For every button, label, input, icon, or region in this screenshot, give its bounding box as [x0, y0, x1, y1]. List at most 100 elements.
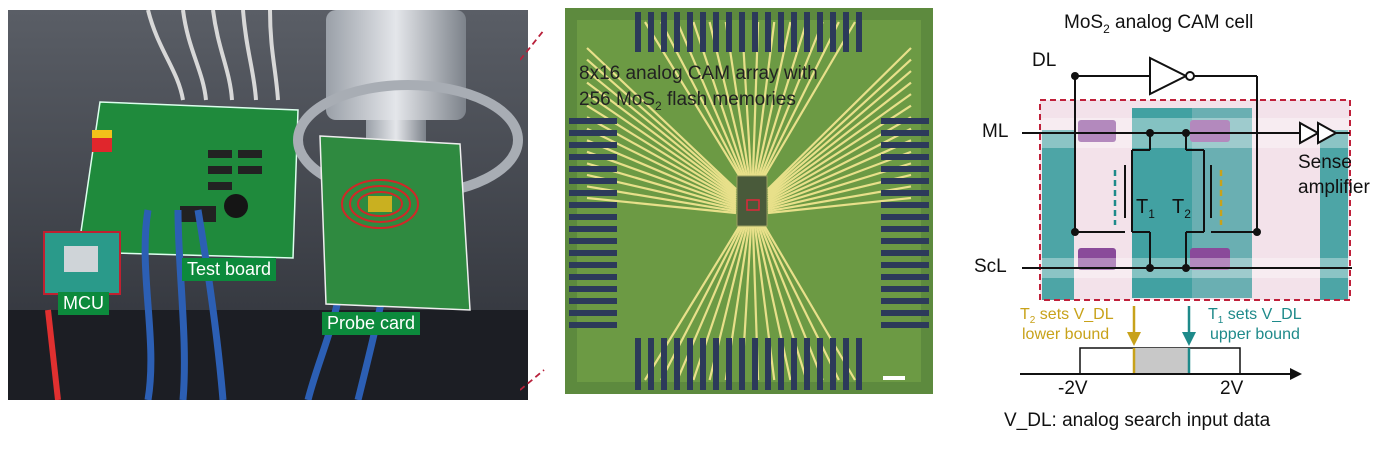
contact-pad: [569, 274, 617, 280]
setup-photo: Test board MCU Probe card: [8, 9, 528, 401]
fanout-trace: [759, 21, 824, 178]
contact-pad: [881, 274, 929, 280]
contact-pad: [830, 12, 836, 52]
chip-caption-line1: 8x16 analog CAM array with: [579, 63, 818, 84]
contact-pad: [726, 12, 732, 52]
contact-pad: [881, 202, 929, 208]
contact-pad: [752, 12, 758, 52]
contact-pad: [713, 338, 719, 390]
bottom-caption: V_DL: analog search input data: [1004, 410, 1271, 431]
contact-pad: [778, 338, 784, 390]
contact-pad: [778, 12, 784, 52]
scale-bar: [883, 376, 905, 380]
fanout-trace: [767, 47, 912, 190]
t2-note-line1: T2 sets V_DL: [1020, 306, 1114, 327]
contact-pad: [569, 238, 617, 244]
axis-max-label: 2V: [1220, 378, 1244, 399]
chip-caption-line2: 256 MoS2 flash memories: [579, 89, 796, 113]
fanout-trace: [586, 81, 737, 196]
cell-frame: [1039, 99, 1351, 301]
contact-pad: [569, 298, 617, 304]
ml-label: ML: [982, 121, 1009, 142]
contact-pad: [881, 298, 929, 304]
fanout-trace: [586, 93, 737, 198]
contact-pad: [739, 338, 745, 390]
fanout-trace: [644, 224, 741, 381]
contact-pad: [817, 12, 823, 52]
contact-pad: [881, 262, 929, 268]
fanout-trace: [759, 224, 824, 381]
test-board-label: Test board: [182, 258, 277, 281]
contact-pad: [569, 202, 617, 208]
fanout-trace: [767, 70, 912, 194]
contact-pad: [726, 338, 732, 390]
test-board: [77, 101, 299, 259]
search-window: [1134, 348, 1189, 374]
contact-pad: [569, 178, 617, 184]
contact-pad: [830, 338, 836, 390]
fanout-trace: [767, 139, 912, 205]
sense-label-line1: Sense: [1298, 152, 1352, 173]
contact-pad: [881, 226, 929, 232]
contact-pad: [687, 12, 693, 52]
contact-pad: [569, 166, 617, 172]
fanout-trace: [755, 224, 792, 381]
contact-pad: [843, 12, 849, 52]
contact-pad: [881, 130, 929, 136]
junction-dots: [1071, 72, 1261, 272]
t1-label: T1: [1136, 196, 1155, 221]
contact-pad: [765, 338, 771, 390]
schematic-drawing: [1020, 56, 1352, 380]
fanout-trace: [767, 127, 912, 203]
contact-pad: [569, 214, 617, 220]
upper-bound-arrow: [1182, 332, 1196, 346]
probe-card: [319, 135, 471, 311]
probe-card-label: Probe card: [322, 312, 421, 335]
t1-note-line1: T1 sets V_DL: [1208, 306, 1302, 327]
zoom-line-bottom-left: [520, 369, 545, 391]
fanout-trace: [763, 224, 856, 381]
contact-pad: [881, 178, 929, 184]
contact-pad: [569, 142, 617, 148]
contact-pad: [661, 338, 667, 390]
fanout-trace: [586, 58, 737, 192]
fanout-trace: [767, 58, 912, 192]
fanout-trace: [586, 196, 737, 215]
contact-pad: [739, 12, 745, 52]
channel-t1: [1132, 108, 1192, 298]
axis-arrowhead: [1290, 368, 1302, 380]
contact-pad: [661, 12, 667, 52]
contact-pad: [687, 338, 693, 390]
contact-pad: [674, 338, 680, 390]
fanout-trace: [586, 127, 737, 203]
contact-pad: [856, 338, 862, 390]
sense-label-line2: amplifier: [1298, 177, 1370, 198]
contact-pad: [881, 286, 929, 292]
contact-pad: [804, 338, 810, 390]
fanout-trace: [586, 70, 737, 194]
contact-pad: [881, 154, 929, 160]
cables: [146, 9, 280, 101]
contact-pad: [569, 130, 617, 136]
contact-pad: [881, 142, 929, 148]
contact-pad: [881, 310, 929, 316]
lower-bound-arrow: [1127, 332, 1141, 346]
contact-pad: [817, 338, 823, 390]
zoom-lines: [520, 29, 545, 391]
chip-drawing: [565, 8, 933, 394]
fanout-trace: [755, 21, 792, 178]
contact-pad: [569, 322, 617, 328]
contact-pad: [881, 238, 929, 244]
contact-pad: [856, 12, 862, 52]
fanout-trace: [586, 150, 737, 207]
fanout-trace: [763, 21, 856, 178]
contact-pad: [765, 12, 771, 52]
buzzer: [224, 194, 248, 218]
fanout-trace: [644, 21, 741, 178]
fanout-trace: [767, 150, 912, 207]
microscope-head: [326, 10, 466, 120]
contact-pad: [881, 214, 929, 220]
contact-pad: [569, 190, 617, 196]
contact-pad: [881, 118, 929, 124]
contact-pad: [569, 118, 617, 124]
